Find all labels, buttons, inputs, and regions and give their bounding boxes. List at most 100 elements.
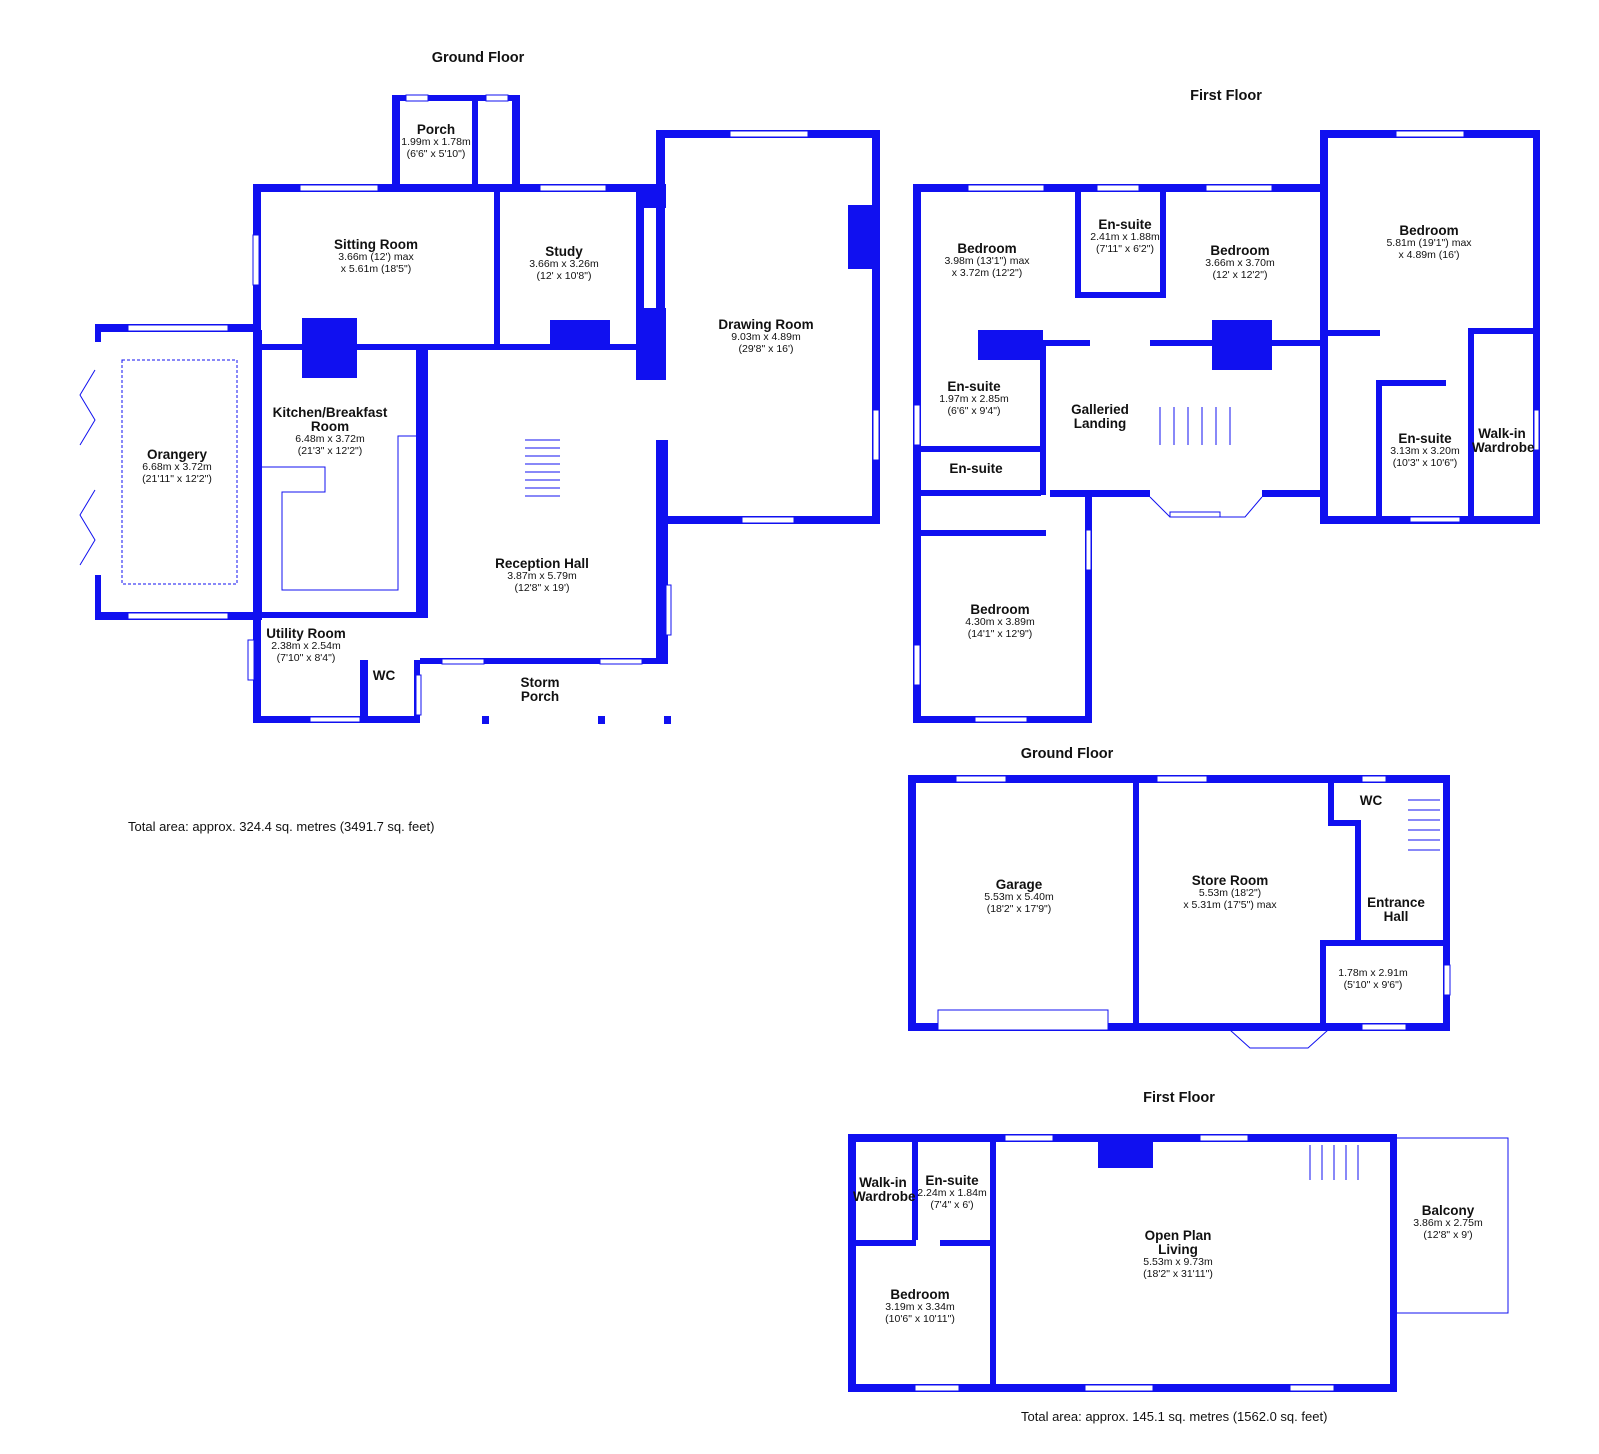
window xyxy=(539,184,607,192)
room-name: Sitting Room xyxy=(334,237,418,252)
window xyxy=(1169,511,1221,518)
wall xyxy=(1355,820,1361,940)
wall xyxy=(95,575,101,620)
wall xyxy=(912,1140,918,1240)
room-dimensions: 3.86m x 2.75m xyxy=(1413,1217,1483,1230)
window xyxy=(1096,184,1140,192)
room-name: WC xyxy=(372,668,396,683)
wall xyxy=(1320,940,1326,1030)
wall xyxy=(302,318,357,378)
wall xyxy=(1040,340,1046,495)
wall xyxy=(1212,320,1272,370)
wall xyxy=(253,615,261,723)
wall xyxy=(856,1240,916,1246)
roof-lantern xyxy=(121,359,238,585)
window xyxy=(1361,1023,1407,1031)
wall xyxy=(472,100,478,190)
room-dimensions: 3.66m (12') max xyxy=(338,251,414,264)
window xyxy=(955,775,1007,783)
room-dimensions: (7'10" x 8'4") xyxy=(276,651,336,664)
wall xyxy=(1262,490,1328,497)
room-dimensions: (6'6" x 9'4") xyxy=(947,404,1001,417)
wall xyxy=(990,1140,996,1248)
room-dimensions: 1.97m x 2.85m xyxy=(939,393,1009,406)
wall xyxy=(848,1134,856,1390)
room-name: En-suite xyxy=(947,379,1001,394)
window xyxy=(1084,1384,1154,1392)
window xyxy=(1085,529,1092,571)
room-name: Bedroom xyxy=(1210,243,1270,258)
window xyxy=(1443,964,1451,996)
wall xyxy=(978,330,1043,360)
wall xyxy=(494,184,500,348)
room-dimensions: 5.53m x 9.73m xyxy=(1143,1256,1213,1269)
room-name: Bedroom xyxy=(970,602,1030,617)
room-name: Walk-in Wardrobe xyxy=(1472,426,1535,456)
window xyxy=(405,94,429,102)
wall xyxy=(1443,775,1450,1030)
wall xyxy=(1050,490,1150,497)
room-dimensions: 1.99m x 1.78m xyxy=(401,136,471,149)
wall xyxy=(1376,380,1446,386)
room-label: WC xyxy=(364,668,404,683)
window xyxy=(1361,775,1387,783)
room-name: Bedroom xyxy=(890,1287,950,1302)
total-area: Total area: approx. 324.4 sq. metres (34… xyxy=(128,819,435,834)
wall xyxy=(990,1248,996,1388)
wall xyxy=(416,348,428,616)
window xyxy=(1004,1134,1054,1142)
room-label: Storm Porch xyxy=(510,675,570,704)
wall xyxy=(420,658,668,664)
wall xyxy=(392,95,400,192)
wall xyxy=(908,1023,1450,1031)
wall xyxy=(872,130,880,524)
wall xyxy=(1098,1140,1153,1168)
wall xyxy=(913,184,921,723)
wall xyxy=(95,324,101,342)
wall xyxy=(1040,340,1090,346)
room-name: Orangery xyxy=(146,447,208,462)
wall xyxy=(598,716,605,724)
room-dimensions: 4.30m x 3.89m xyxy=(965,616,1035,629)
room-dimensions: (29'8" x 16') xyxy=(738,342,794,355)
floor-title: First Floor xyxy=(1143,1090,1215,1106)
wall xyxy=(261,344,661,350)
room-dimensions: x 5.31m (17'5") max xyxy=(1183,898,1277,911)
wall xyxy=(261,612,428,618)
wall xyxy=(921,530,1046,536)
room-name: Kitchen/Breakfast Room xyxy=(272,405,388,435)
kitchen-counter xyxy=(262,435,420,591)
room-name: Porch xyxy=(416,122,456,137)
room-name: Open Plan Living xyxy=(1144,1228,1212,1258)
room-dimensions: (6'6" x 5'10") xyxy=(406,147,466,160)
window xyxy=(247,639,255,681)
wall xyxy=(921,490,1041,496)
room-label: En-suite xyxy=(941,461,1011,476)
wall xyxy=(1133,780,1139,1025)
wall xyxy=(656,130,665,380)
wall xyxy=(940,1240,996,1246)
wall xyxy=(908,775,916,1030)
wall xyxy=(848,1134,1397,1142)
room-name: Bedroom xyxy=(1399,223,1459,238)
wall xyxy=(253,184,663,192)
bay-window xyxy=(1149,496,1263,518)
wall xyxy=(664,716,671,724)
room-dimensions: (14'1" x 12'9") xyxy=(967,627,1033,640)
window xyxy=(127,612,229,620)
room-dimensions: 3.98m (13'1") max xyxy=(944,255,1030,268)
room-name: En-suite xyxy=(949,461,1003,476)
wall xyxy=(1320,940,1445,946)
